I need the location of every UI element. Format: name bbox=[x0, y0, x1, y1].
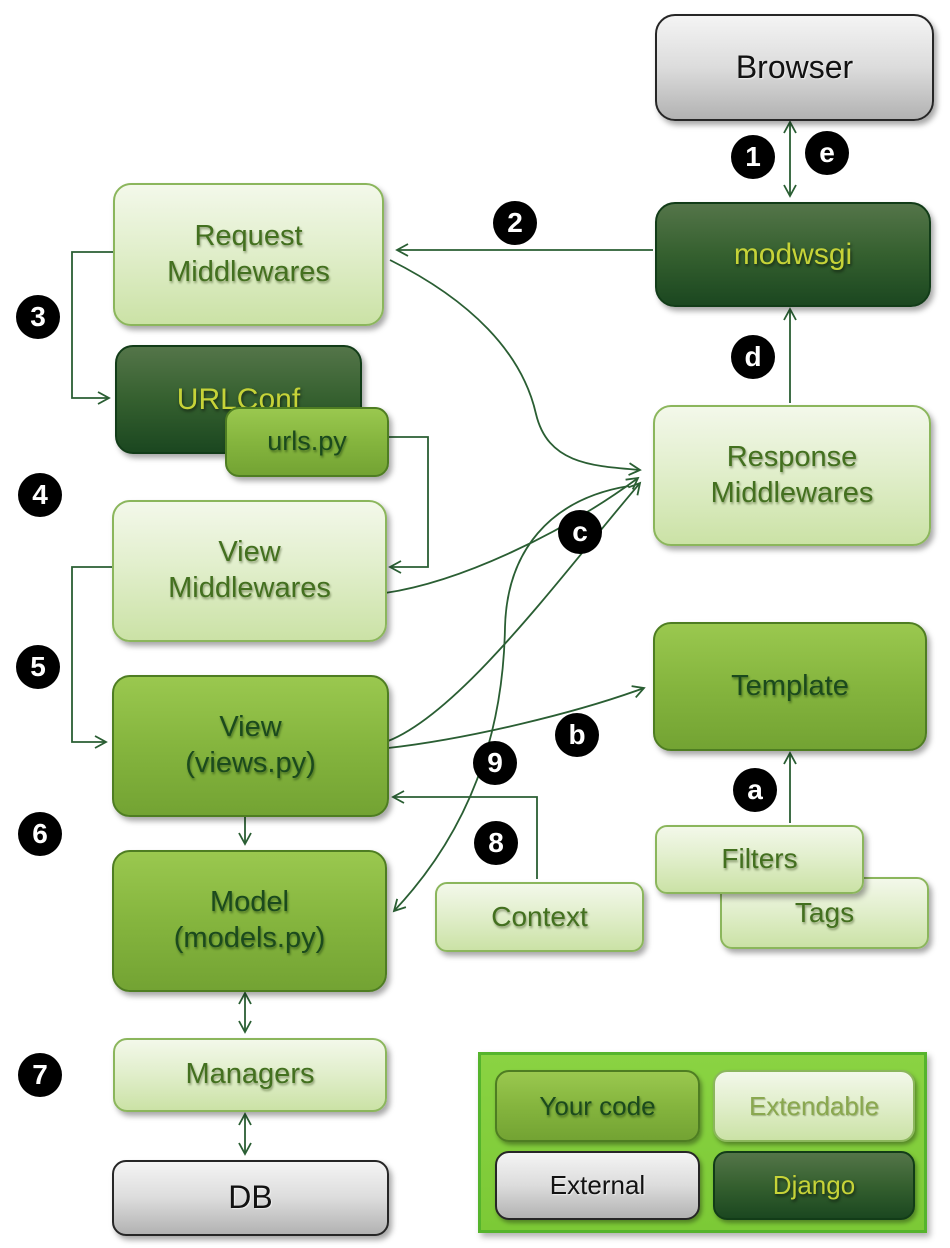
badge-step-3-label: 3 bbox=[30, 301, 46, 332]
badge-step-7: 7 bbox=[18, 1053, 62, 1097]
node-urls-py: urls.py bbox=[225, 407, 389, 477]
node-managers-label: Managers bbox=[185, 1058, 315, 1091]
node-managers: Managers bbox=[113, 1038, 387, 1112]
node-context: Context bbox=[435, 882, 644, 952]
node-db-label: DB bbox=[228, 1179, 273, 1216]
legend-your-code: Your code bbox=[495, 1070, 700, 1142]
node-browser-label: Browser bbox=[735, 48, 854, 85]
node-request-middlewares-label: Request Middlewares bbox=[167, 219, 330, 288]
legend-django-label: Django bbox=[772, 1170, 856, 1201]
node-template-label: Template bbox=[731, 669, 849, 702]
node-modwsgi: modwsgi bbox=[655, 202, 931, 307]
badge-step-2: 2 bbox=[493, 201, 537, 245]
badge-step-9: 9 bbox=[473, 741, 517, 785]
badge-step-5: 5 bbox=[16, 645, 60, 689]
edge-urlspy-view-middlewares bbox=[385, 436, 429, 574]
node-filters: Filters bbox=[655, 825, 864, 894]
badge-step-1-label: 1 bbox=[745, 141, 761, 172]
badge-step-b: b bbox=[555, 713, 599, 757]
node-view: View (views.py) bbox=[112, 675, 389, 817]
badge-step-8-label: 8 bbox=[488, 827, 504, 858]
badge-step-c: c bbox=[558, 510, 602, 554]
badge-step-8: 8 bbox=[474, 821, 518, 865]
legend: Your code Extendable External Django bbox=[478, 1052, 927, 1233]
node-filters-label: Filters bbox=[721, 843, 798, 875]
node-request-middlewares: Request Middlewares bbox=[113, 183, 384, 326]
badge-step-a-label: a bbox=[747, 774, 763, 805]
edge-view-template bbox=[387, 685, 646, 749]
edge-view-response-middlewares bbox=[387, 481, 642, 742]
badge-step-9-label: 9 bbox=[487, 747, 503, 778]
legend-external-label: External bbox=[549, 1170, 646, 1201]
badge-step-6-label: 6 bbox=[32, 818, 48, 849]
node-response-middlewares-label: Response Middlewares bbox=[710, 440, 874, 509]
legend-extendable-label: Extendable bbox=[748, 1090, 880, 1121]
node-tags-label: Tags bbox=[794, 896, 855, 928]
badge-step-a: a bbox=[733, 768, 777, 812]
edge-view-middlewares-view bbox=[71, 566, 112, 749]
edge-context-view bbox=[391, 790, 538, 879]
badge-step-4-label: 4 bbox=[32, 479, 48, 510]
node-db: DB bbox=[112, 1160, 389, 1236]
node-context-label: Context bbox=[491, 900, 588, 932]
edge-view-middlewares-response-middlewares bbox=[384, 476, 640, 594]
badge-step-7-label: 7 bbox=[32, 1059, 48, 1090]
node-model: Model (models.py) bbox=[112, 850, 387, 992]
node-response-middlewares: Response Middlewares bbox=[653, 405, 931, 546]
badge-step-d-label: d bbox=[744, 341, 762, 372]
badge-step-5-label: 5 bbox=[30, 651, 46, 682]
badge-step-2-label: 2 bbox=[507, 207, 523, 238]
node-modwsgi-label: modwsgi bbox=[733, 237, 853, 271]
badge-step-3: 3 bbox=[16, 295, 60, 339]
edge-junction-model bbox=[392, 485, 630, 913]
node-browser: Browser bbox=[655, 14, 934, 121]
badge-step-6: 6 bbox=[18, 812, 62, 856]
badge-step-e-label: e bbox=[819, 137, 835, 168]
badge-step-1: 1 bbox=[731, 135, 775, 179]
badge-step-e: e bbox=[805, 131, 849, 175]
badge-step-d: d bbox=[731, 335, 775, 379]
badge-step-4: 4 bbox=[18, 473, 62, 517]
badge-step-c-label: c bbox=[572, 516, 588, 547]
legend-external: External bbox=[495, 1151, 700, 1220]
node-model-label: Model (models.py) bbox=[173, 886, 326, 954]
edge-request-middlewares-urlconf bbox=[71, 251, 113, 405]
node-urls-py-label: urls.py bbox=[267, 426, 347, 457]
node-view-middlewares: View Middlewares bbox=[112, 500, 387, 642]
node-view-middlewares-label: View Middlewares bbox=[168, 536, 331, 604]
node-template: Template bbox=[653, 622, 927, 751]
legend-your-code-label: Your code bbox=[539, 1090, 656, 1121]
badge-step-b-label: b bbox=[568, 719, 586, 750]
legend-django: Django bbox=[713, 1151, 915, 1220]
node-view-label: View (views.py) bbox=[185, 711, 316, 779]
edge-request-middlewares-response-middlewares bbox=[389, 259, 642, 476]
legend-extendable: Extendable bbox=[713, 1070, 915, 1142]
